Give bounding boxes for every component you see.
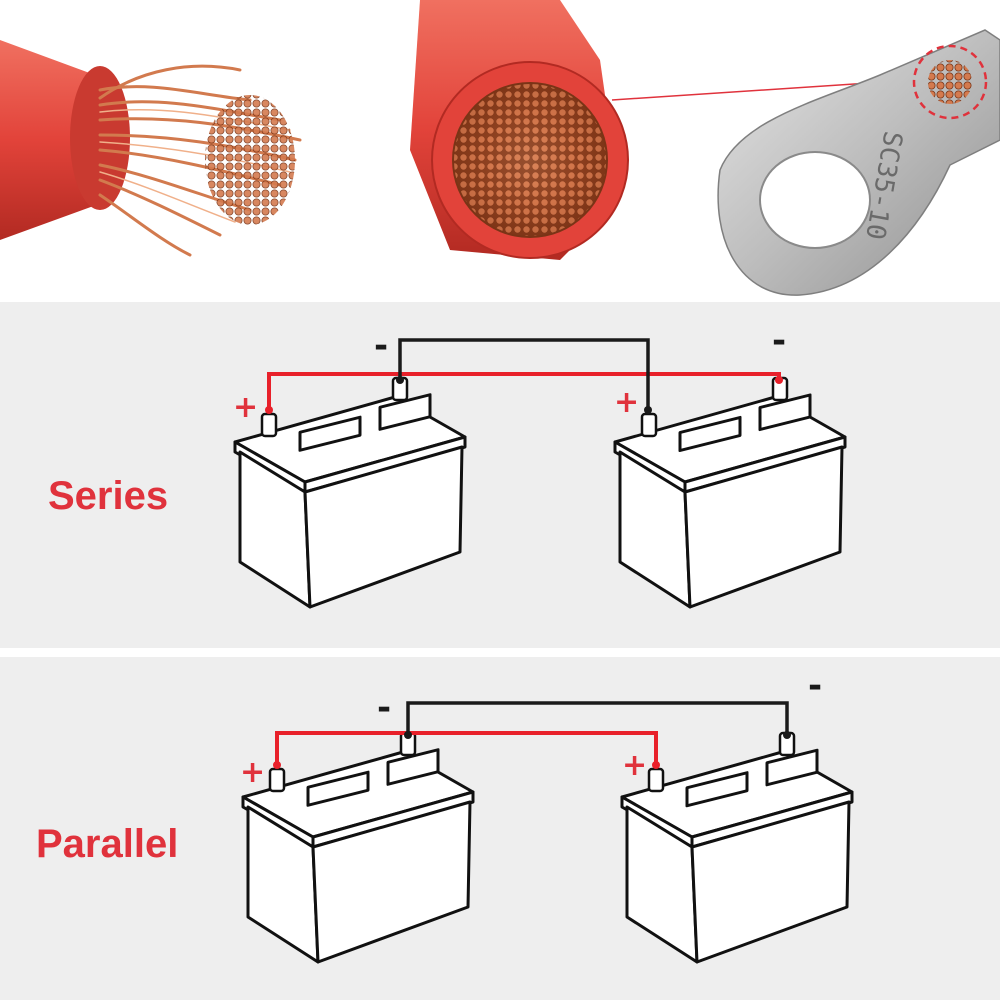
series-panel: Series: [0, 302, 1000, 648]
battery-left: [233, 393, 467, 609]
stranded-wire-photo: [0, 40, 302, 257]
ring-terminal-photo: SC35-10: [717, 29, 1000, 296]
battery-right: [620, 748, 854, 964]
parallel-left-plus: +: [240, 755, 265, 790]
red-wire: [267, 372, 781, 410]
photos-svg: SC35-10: [0, 0, 1000, 296]
series-label: Series: [48, 474, 169, 518]
series-diagram: + - + -: [233, 321, 847, 609]
zoom-circle: [912, 44, 988, 120]
battery-left: [241, 748, 475, 964]
series-left-minus: -: [374, 326, 388, 366]
terminals: [260, 376, 789, 438]
product-photos: SC35-10: [0, 0, 1000, 300]
cable-cross-section-photo: [410, 0, 629, 260]
parallel-right-plus: +: [622, 748, 647, 783]
parallel-left-minus: -: [377, 688, 391, 728]
red-wire: [275, 731, 658, 765]
series-right-minus: -: [772, 321, 786, 361]
parallel-diagram: + - + -: [240, 666, 854, 964]
parallel-panel: Parallel: [0, 657, 1000, 1000]
series-left-plus: +: [233, 390, 258, 425]
parallel-label: Parallel: [36, 822, 179, 866]
battery-right: [613, 393, 847, 609]
series-right-plus: +: [614, 385, 639, 420]
black-wire: [406, 701, 789, 735]
parallel-right-minus: -: [808, 666, 822, 706]
black-wire: [398, 338, 650, 410]
